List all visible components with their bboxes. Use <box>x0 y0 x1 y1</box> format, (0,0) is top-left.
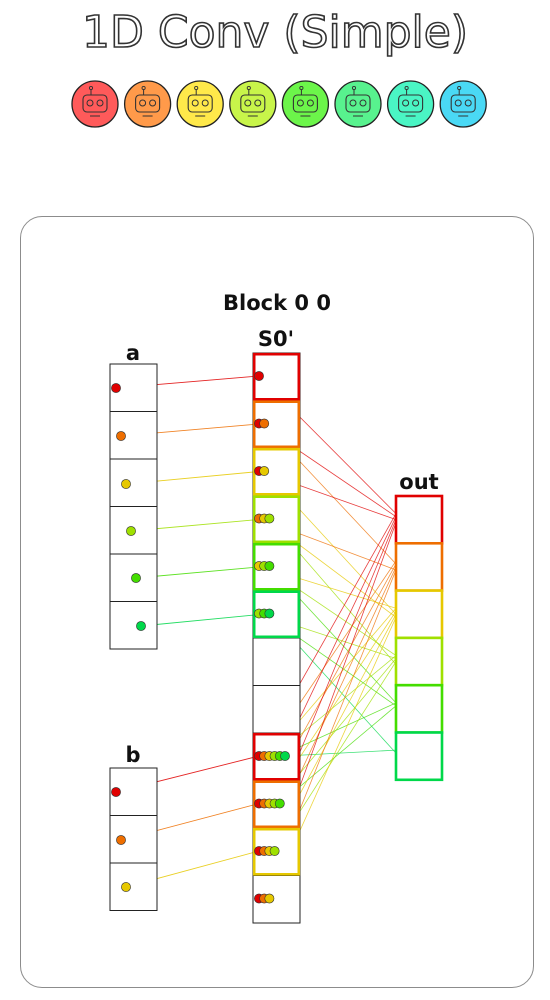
thread-legend <box>71 80 487 128</box>
a-to-shared-line-4 <box>135 565 270 579</box>
a-dot-0 <box>111 383 121 393</box>
out-cell-1 <box>394 541 444 592</box>
b-dot-1 <box>116 835 126 845</box>
shared-dot-10-3 <box>269 846 280 856</box>
a-dot-1 <box>116 431 126 441</box>
shared-dot-5-5 <box>264 608 275 619</box>
b-dot-0 <box>111 787 121 797</box>
shared-label: S0' <box>258 327 294 351</box>
shared-dot-8-5 <box>280 751 290 761</box>
thread-5-icon <box>334 80 382 128</box>
thread-0-icon <box>71 80 119 128</box>
a-cell-1 <box>109 411 158 460</box>
shared-dot-11-2 <box>264 893 275 904</box>
shared-dot-3-3 <box>264 513 275 524</box>
thread-6-icon <box>386 80 435 128</box>
out-cell-4 <box>394 683 444 734</box>
shared-dot-1-1 <box>259 418 270 429</box>
out-cell-5 <box>394 731 444 782</box>
block-panel <box>20 216 534 988</box>
a-dot-5 <box>136 621 146 631</box>
page-title-text: 1D Conv (Simple) <box>82 7 468 58</box>
b-cell-2 <box>109 862 158 911</box>
block-label: Block 0 0 <box>223 291 331 315</box>
shared-cell-7 <box>252 685 301 734</box>
shared-dot-4-4 <box>264 561 275 571</box>
shared-cell-6 <box>252 637 301 686</box>
a-dot-3 <box>126 526 136 536</box>
a-to-shared-line-5 <box>140 613 270 627</box>
b-label: b <box>125 743 140 767</box>
out-cell-0 <box>394 494 444 545</box>
a-dot-4 <box>131 573 141 583</box>
shared-to-out-line <box>284 749 397 757</box>
a-cell-2 <box>109 458 158 507</box>
a-dot-2 <box>121 479 131 489</box>
memory-cells <box>109 352 444 924</box>
thread-2-icon <box>176 80 224 128</box>
thread-7-icon <box>439 80 487 128</box>
shared-dot-2-2 <box>259 466 270 476</box>
thread-4-icon <box>281 80 330 128</box>
a-cell-5 <box>109 601 158 650</box>
b-dot-2 <box>121 882 131 892</box>
out-label: out <box>399 470 438 494</box>
page-title: 1D Conv (Simple) <box>81 6 469 59</box>
out-cell-3 <box>394 636 444 687</box>
out-cell-2 <box>394 589 444 640</box>
thread-dots <box>111 371 290 904</box>
a-label: a <box>126 341 140 365</box>
thread-3-icon <box>229 80 277 128</box>
a-cell-4 <box>109 553 158 602</box>
shared-dot-9-4 <box>274 798 285 809</box>
shared-dot-0-0 <box>254 371 264 381</box>
thread-1-icon <box>123 80 172 128</box>
